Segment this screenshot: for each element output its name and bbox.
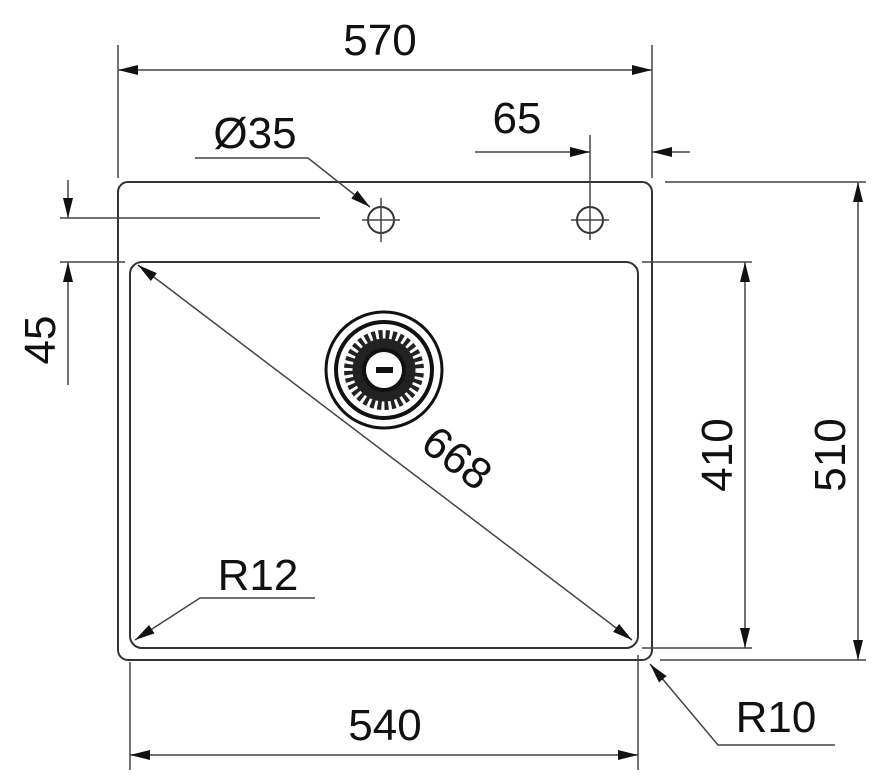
dimension-tap-diameter: Ø35 xyxy=(195,109,371,208)
dimension-tap-margin: 45 xyxy=(16,180,320,385)
label-570: 570 xyxy=(343,16,416,65)
bowl-outline xyxy=(129,261,639,649)
label-410: 410 xyxy=(693,418,742,491)
dimension-bowl-depth: 410 xyxy=(642,261,752,649)
dimension-overall-width: 570 xyxy=(117,16,653,178)
label-diameter-35: Ø35 xyxy=(213,109,296,158)
label-540: 540 xyxy=(348,701,421,750)
label-668: 668 xyxy=(413,417,501,500)
label-r10: R10 xyxy=(736,693,817,742)
dimension-bowl-width: 540 xyxy=(129,655,639,770)
label-45: 45 xyxy=(16,316,65,365)
drain-strainer-icon xyxy=(324,310,444,430)
label-r12: R12 xyxy=(218,551,299,600)
sink-outer-outline xyxy=(117,181,653,661)
dimension-overall-depth: 510 xyxy=(660,181,866,661)
label-65: 65 xyxy=(493,94,542,143)
label-510: 510 xyxy=(806,418,855,491)
dimension-bowl-radius: R12 xyxy=(134,551,315,641)
tap-hole-left xyxy=(362,198,400,242)
dimension-tap-offset: 65 xyxy=(475,94,690,240)
dimension-outer-radius: R10 xyxy=(649,663,835,746)
